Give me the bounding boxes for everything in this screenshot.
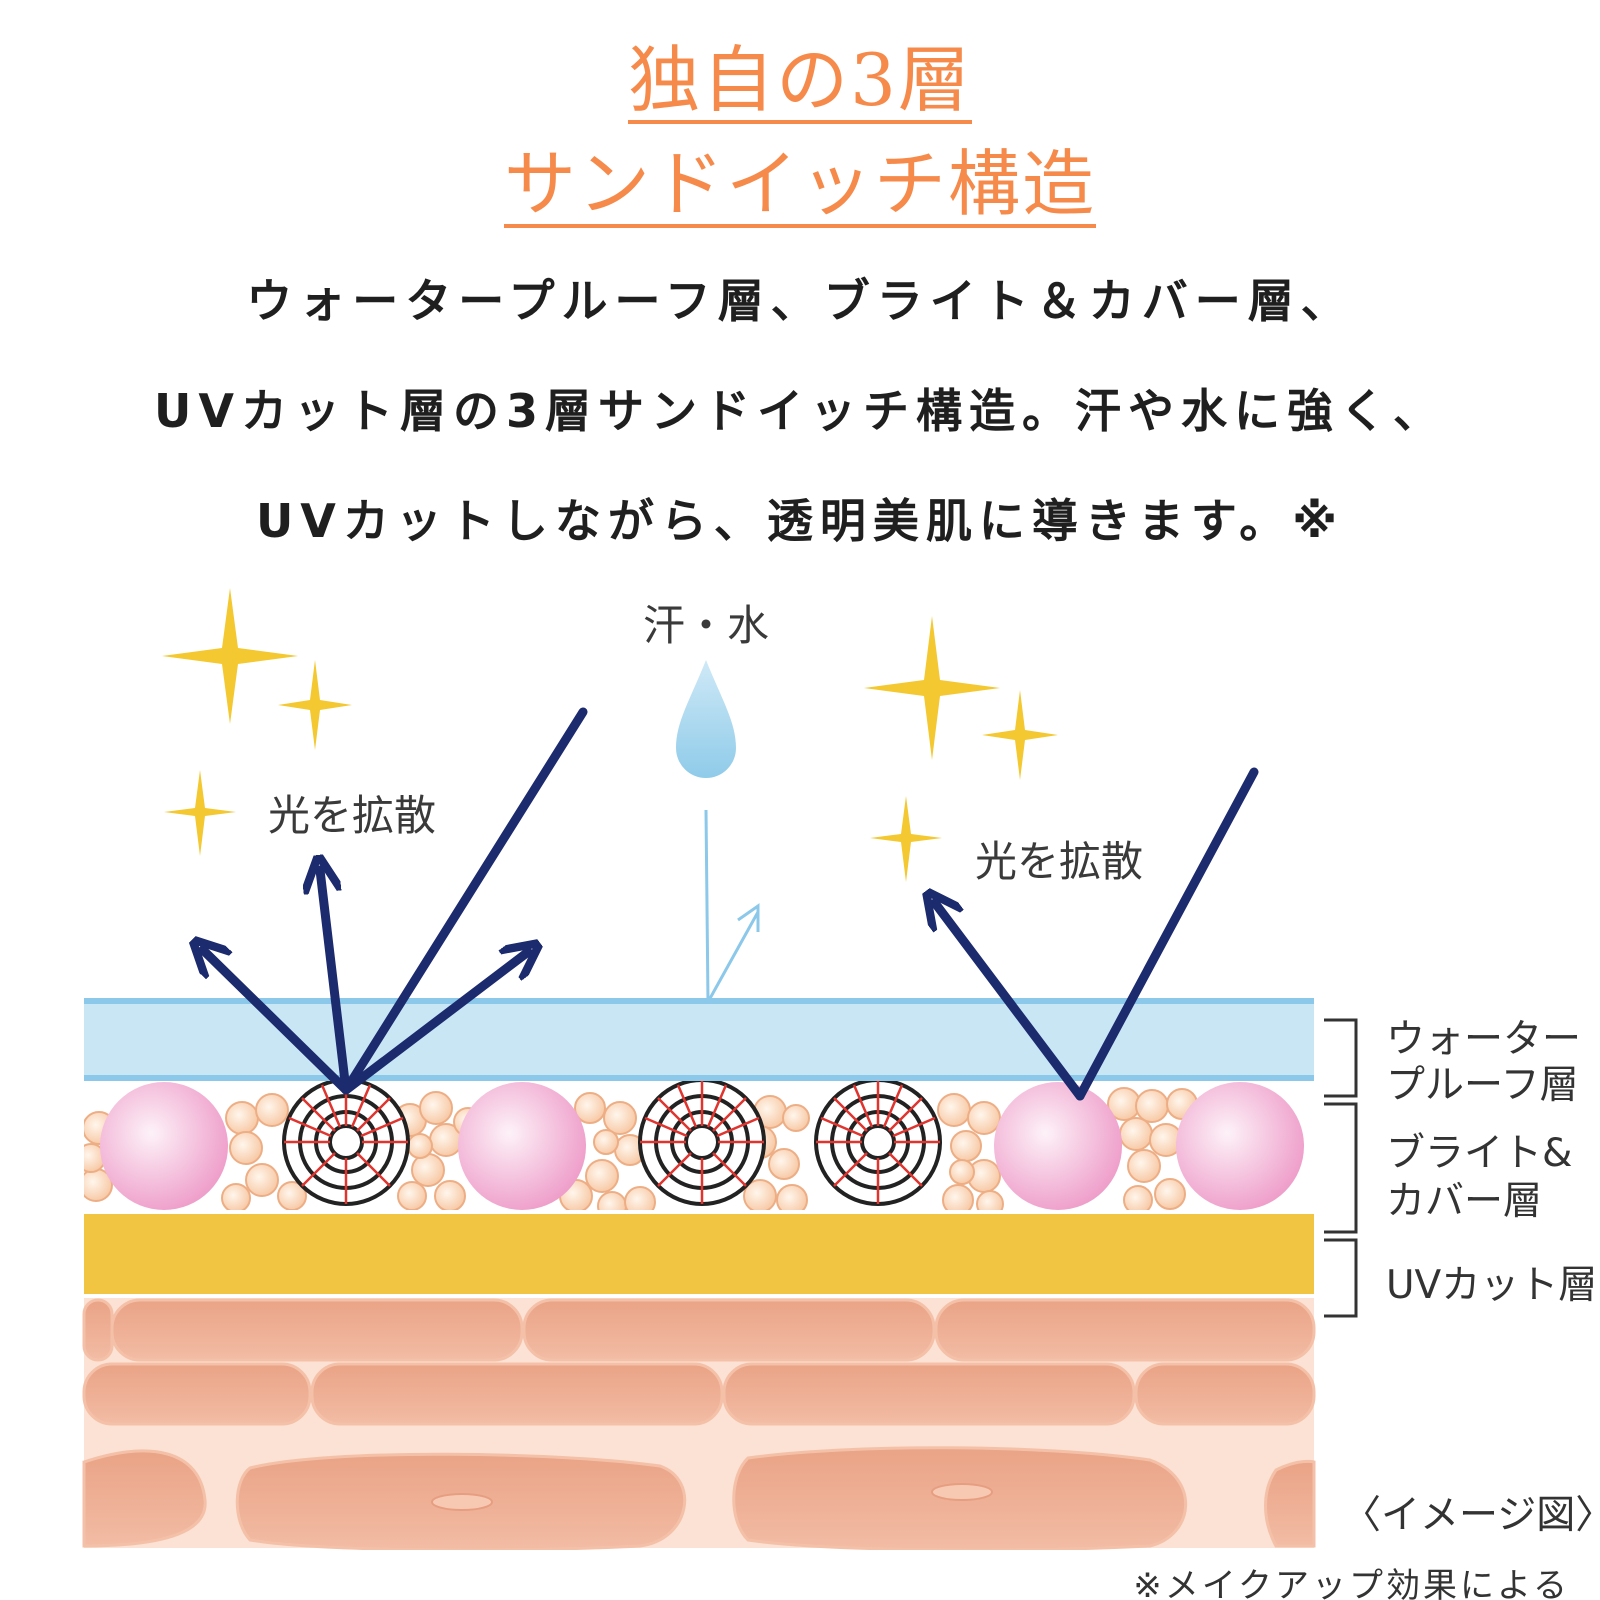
footnote: ※メイクアップ効果による <box>1133 1566 1570 1600</box>
description-line-3: UVカットしながら、透明美肌に導きます。※ <box>255 494 1345 548</box>
sparkle-icon <box>870 796 942 882</box>
waterproof-label-1: ウォーター <box>1386 1017 1581 1062</box>
water-repel-arrow <box>704 809 760 1003</box>
title-text-2: サンドイッチ構造 <box>503 142 1096 228</box>
title-line-1: 独自の3層 <box>0 44 1600 124</box>
description-line-2: UVカット層の3層サンドイッチ構造。汗や水に強く、 <box>154 384 1446 438</box>
sparkle-icons <box>162 588 1058 882</box>
light-arrows <box>203 707 1259 1101</box>
bright-label-2: カバー層 <box>1386 1179 1542 1224</box>
bright-label-1: ブライト& <box>1386 1131 1572 1176</box>
description-line-1: ウォータープルーフ層、ブライト＆カバー層、 <box>246 274 1354 328</box>
title-text-1: 独自の3層 <box>628 38 972 124</box>
image-note: 〈イメージ図〉 <box>1342 1493 1600 1538</box>
sparkle-icon <box>162 588 298 724</box>
water-drop-icon <box>676 660 736 778</box>
bright-cover-layer <box>84 1078 1314 1210</box>
sparkle-icon <box>164 770 236 856</box>
layer-brackets <box>1324 1018 1358 1318</box>
skin-layers <box>82 1298 1316 1550</box>
sparkle-icon <box>864 616 1000 760</box>
sparkle-icon <box>982 690 1058 780</box>
waterproof-label-2: プルーフ層 <box>1386 1063 1579 1108</box>
layer-diagram: 汗・水 光を拡散 光を拡散 ウォーター プルーフ層 ブライト& カバー層 UVカ… <box>82 588 1600 1550</box>
diffuse-label-left: 光を拡散 <box>268 791 436 840</box>
uv-cut-layer <box>84 1214 1314 1294</box>
diffuse-label-right: 光を拡散 <box>975 837 1143 886</box>
uv-label: UVカット層 <box>1386 1263 1597 1308</box>
title-line-2: サンドイッチ構造 <box>0 148 1600 228</box>
sweat-water-label: 汗・水 <box>643 601 769 650</box>
sparkle-icon <box>278 660 352 750</box>
